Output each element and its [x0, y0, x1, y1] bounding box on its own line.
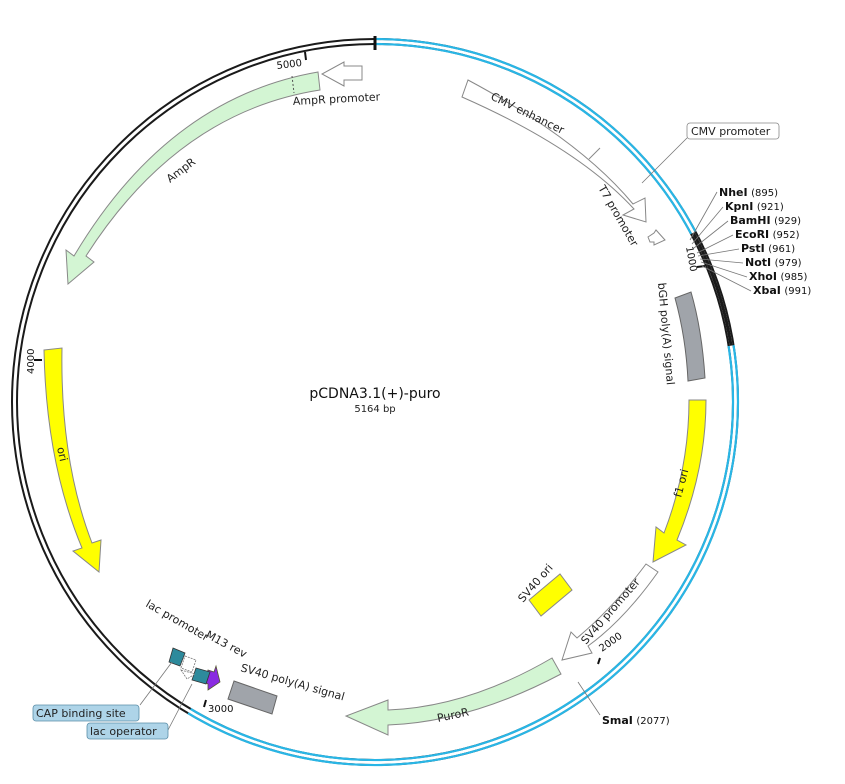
- ampr-promoter-label: AmpR promoter: [292, 90, 380, 108]
- lac-operator-label: lac operator: [90, 725, 157, 738]
- backbone-ring-inner: [16, 43, 734, 761]
- ampr-divider: [291, 75, 295, 94]
- cap-binding-site-box: [168, 647, 186, 667]
- plasmid-name: pCDNA3.1(+)-puro: [309, 386, 440, 402]
- sv40-promoter-arrow: [561, 563, 659, 661]
- cap-binding-site-labelbox: [32, 704, 140, 722]
- f1-ori-arrow: [652, 399, 707, 563]
- cmv-promoter-leader: [641, 137, 688, 184]
- site-ecori: EcoRI (952): [735, 228, 800, 241]
- lac-promoter-label: lac promoter: [144, 597, 212, 644]
- lac-promoter-arrow: [180, 655, 197, 680]
- cmv-enhancer-divider: [588, 147, 601, 160]
- site-noti: NotI (979): [745, 256, 802, 269]
- insert-arc-inner-2: [190, 345, 735, 762]
- tick-label-5000: 5000: [276, 58, 303, 72]
- tick-mark-1000: [696, 265, 706, 268]
- bgh-polya-label: bGH poly(A) signal: [655, 282, 677, 385]
- site-smai: SmaI (2077): [602, 714, 670, 727]
- tick-label-1000: 1000: [683, 246, 698, 273]
- t7-promoter-arrow: [647, 229, 666, 246]
- lac-operator-leader: [167, 683, 193, 731]
- backbone-ring-outer: [11, 38, 739, 766]
- cmv-promoter-label: CMV promoter: [691, 125, 771, 138]
- sv40-ori-box: [528, 573, 573, 617]
- backbone-segment: [691, 232, 733, 346]
- insert-arc-outer-1: [374, 37, 697, 233]
- smai-leader: [577, 681, 601, 716]
- tick-label-4000: 4000: [26, 349, 37, 374]
- site-kpni: KpnI (921): [725, 200, 784, 213]
- restriction-site-leaders: [689, 191, 752, 292]
- site-xhoi: XhoI (985): [749, 270, 807, 283]
- lac-operator-box: [191, 667, 211, 685]
- insert-region: [187, 37, 740, 767]
- ampr-promoter-arrow: [320, 61, 363, 87]
- cmv-enhancer-arrow: [461, 79, 647, 223]
- site-psti: PstI (961): [741, 242, 795, 255]
- ori-label: ori: [54, 446, 70, 463]
- cap-binding-site-leader: [139, 661, 173, 706]
- tick-label-3000: 3000: [208, 704, 233, 715]
- lac-operator-labelbox: [86, 722, 169, 740]
- site-bamhi: BamHI (929): [730, 214, 801, 227]
- bgh-polya-box: [674, 291, 706, 382]
- cap-binding-site-label: CAP binding site: [36, 707, 126, 720]
- tick-mark-5000: [304, 51, 307, 61]
- tick-mark-2000: [597, 657, 601, 665]
- plasmid-size: 5164 bp: [354, 404, 395, 415]
- site-nhei: NheI (895): [719, 186, 778, 199]
- insert-arc-outer-2: [187, 345, 740, 767]
- cmv-promoter-box: [686, 122, 780, 140]
- tick-mark-3000: [203, 699, 207, 708]
- insert-arc-inner-1: [374, 42, 693, 235]
- ampr-arrow: [65, 71, 321, 286]
- puror-arrow: [344, 657, 562, 736]
- ori-arrow: [43, 347, 102, 573]
- site-xbai: XbaI (991): [753, 284, 811, 297]
- sv40-polya-box: [227, 680, 278, 715]
